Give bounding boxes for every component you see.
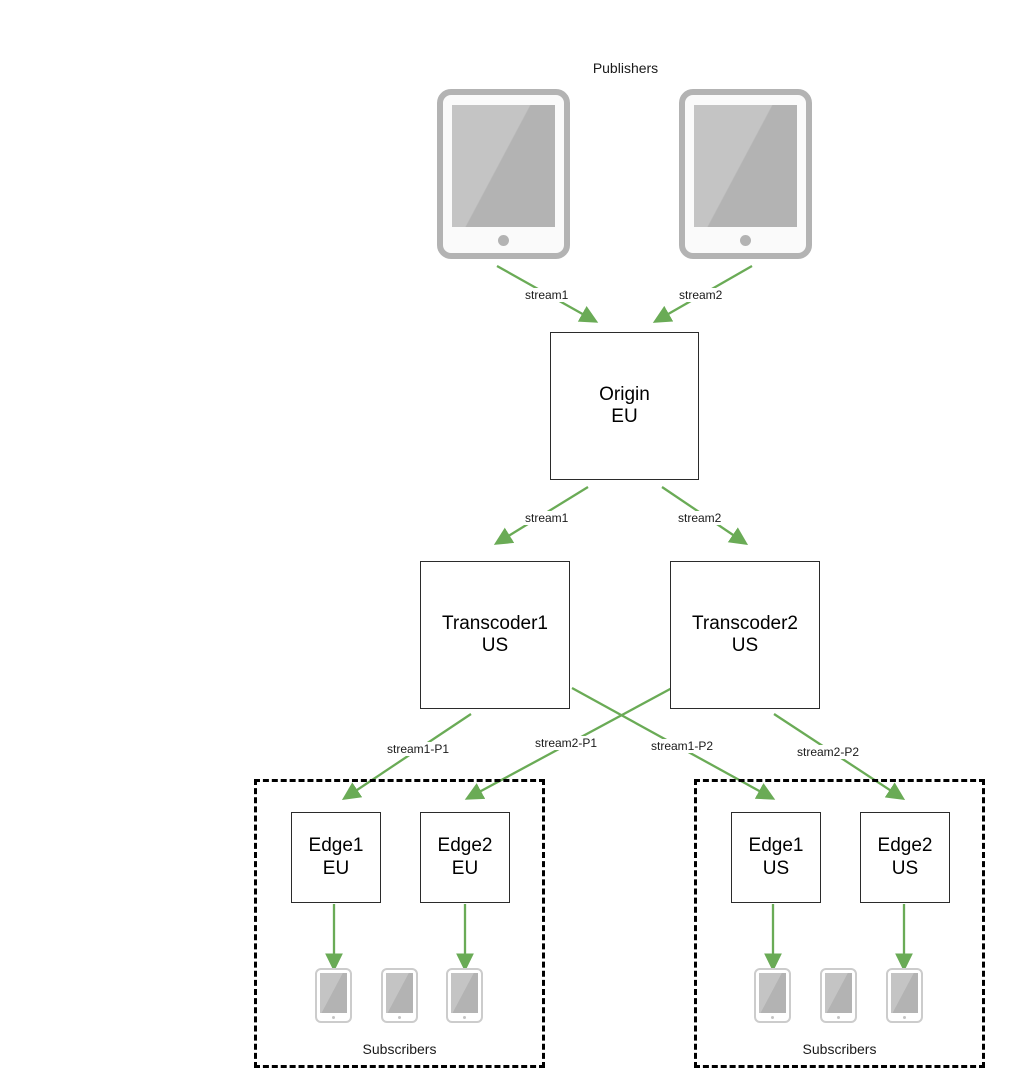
node-transcoder1-line2: US (481, 635, 509, 656)
tablet-home-button (498, 235, 509, 246)
tablet-screen (320, 973, 347, 1013)
tablet-home-button (771, 1016, 774, 1019)
node-edge1-eu[interactable]: Edge1 EU (291, 812, 381, 903)
node-edge2-eu-line2: EU (451, 857, 479, 879)
node-edge1-us-line2: US (762, 857, 790, 879)
node-origin-line1: Origin (599, 383, 650, 405)
subscriber-group-right-caption: Subscribers (802, 1041, 877, 1057)
node-origin[interactable]: Origin EU (550, 332, 699, 480)
flow-label-transcoder2-to-edge2-eu: stream2-P1 (534, 736, 599, 750)
flow-label-transcoder1-to-edge1-us: stream1-P2 (650, 739, 715, 753)
flow-label-publisher2-to-origin: stream2 (678, 288, 724, 302)
tablet-home-button (332, 1016, 335, 1019)
tablet-home-button (463, 1016, 466, 1019)
subscriber-tablet-right-2[interactable] (820, 968, 857, 1023)
flow-label-origin-to-transcoder1: stream1 (524, 511, 570, 525)
tablet-home-button (837, 1016, 840, 1019)
publisher-tablet-2[interactable] (679, 89, 812, 259)
flow-label-transcoder1-to-edge1-eu: stream1-P1 (386, 742, 451, 756)
tablet-screen (451, 973, 478, 1013)
node-edge1-us-line1: Edge1 (748, 835, 804, 857)
tablet-screen (452, 105, 555, 227)
node-edge2-us-line1: Edge2 (877, 835, 933, 857)
flow-label-origin-to-transcoder2: stream2 (677, 511, 723, 525)
node-edge2-eu[interactable]: Edge2 EU (420, 812, 510, 903)
subscriber-group-left-caption: Subscribers (362, 1041, 437, 1057)
node-edge1-us[interactable]: Edge1 US (731, 812, 821, 903)
node-transcoder2[interactable]: Transcoder2 US (670, 561, 820, 709)
node-edge2-eu-line1: Edge2 (437, 835, 493, 857)
node-transcoder2-line2: US (731, 635, 759, 656)
tablet-screen (825, 973, 852, 1013)
node-edge2-us[interactable]: Edge2 US (860, 812, 950, 903)
node-transcoder1[interactable]: Transcoder1 US (420, 561, 570, 709)
tablet-home-button (740, 235, 751, 246)
subscriber-tablet-left-1[interactable] (315, 968, 352, 1023)
node-transcoder1-line1: Transcoder1 (442, 612, 548, 634)
subscriber-group-left (254, 779, 545, 1068)
tablet-screen (759, 973, 786, 1013)
node-transcoder2-line1: Transcoder2 (692, 612, 798, 634)
subscriber-tablet-right-3[interactable] (886, 968, 923, 1023)
subscriber-group-right (694, 779, 985, 1068)
node-edge1-eu-line1: Edge1 (308, 835, 364, 857)
flow-label-transcoder2-to-edge2-us: stream2-P2 (796, 745, 861, 759)
tablet-screen (891, 973, 918, 1013)
node-edge1-eu-line2: EU (322, 857, 350, 879)
subscriber-tablet-left-3[interactable] (446, 968, 483, 1023)
tablet-home-button (398, 1016, 401, 1019)
node-edge2-us-line2: US (891, 857, 919, 879)
subscriber-tablet-left-2[interactable] (381, 968, 418, 1023)
tablet-screen (694, 105, 797, 227)
tablet-screen (386, 973, 413, 1013)
subscriber-tablet-right-1[interactable] (754, 968, 791, 1023)
node-origin-line2: EU (611, 406, 638, 427)
tablet-home-button (903, 1016, 906, 1019)
flow-label-publisher1-to-origin: stream1 (524, 288, 570, 302)
publisher-tablet-1[interactable] (437, 89, 570, 259)
publishers-title: Publishers (592, 60, 659, 76)
